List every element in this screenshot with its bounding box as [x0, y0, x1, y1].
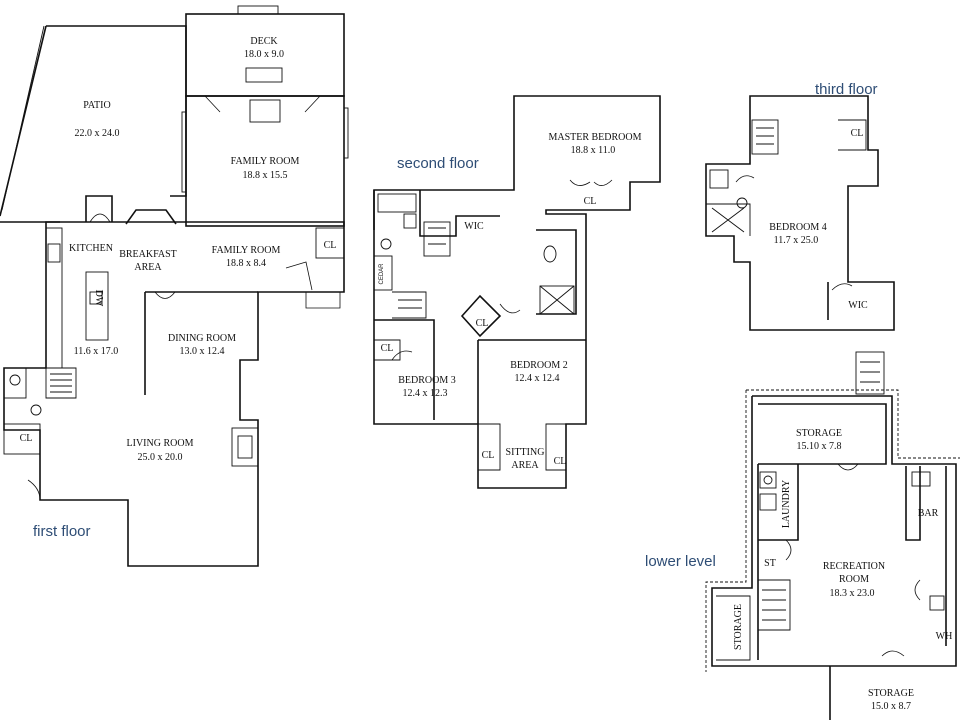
dw-label: DW	[93, 290, 104, 307]
living-room-label: LIVING ROOM	[127, 438, 194, 449]
storage-bottom-label: STORAGE	[868, 688, 914, 699]
storage-top-dims: 15.10 x 7.8	[797, 441, 842, 452]
bar-label: BAR	[918, 508, 939, 519]
living-room-dims: 25.0 x 20.0	[138, 452, 183, 463]
bedroom4-dims: 11.7 x 25.0	[774, 235, 819, 246]
bedroom2-dims: 12.4 x 12.4	[515, 373, 560, 384]
second-floor-plan: MASTER BEDROOM 18.8 x 11.0 CL WIC CEDAR …	[373, 95, 661, 489]
bedroom4-label: BEDROOM 4	[769, 222, 827, 233]
first-cl-label: CL	[20, 433, 33, 444]
third-wic-label: WIC	[848, 300, 868, 311]
sitting-label-2: AREA	[511, 460, 539, 471]
kitchen-dims: 11.6 x 17.0	[74, 346, 119, 357]
patio-label: PATIO	[83, 100, 110, 111]
first-floor-plan: PATIO 22.0 x 24.0 DECK 18.0 x 9.0 FAMILY…	[0, 5, 349, 567]
wic-label: WIC	[464, 221, 484, 232]
master-bedroom-label: MASTER BEDROOM	[548, 132, 641, 143]
master-cl-label: CL	[584, 196, 597, 207]
deck-dims: 18.0 x 9.0	[244, 49, 284, 60]
patio-dims: 22.0 x 24.0	[75, 128, 120, 139]
dining-room-dims: 13.0 x 12.4	[180, 346, 225, 357]
deck-label: DECK	[250, 36, 278, 47]
first-floor-title: first floor	[33, 523, 91, 540]
storage-bottom-dims: 15.0 x 8.7	[871, 701, 911, 712]
cedar-label: CEDAR	[379, 263, 385, 285]
bedroom3-label: BEDROOM 3	[398, 375, 456, 386]
master-bedroom-dims: 18.8 x 11.0	[571, 145, 616, 156]
second-floor-outline	[373, 95, 661, 489]
wh-label: WH	[936, 631, 953, 642]
dining-room-label: DINING ROOM	[168, 333, 236, 344]
storage-top-label: STORAGE	[796, 428, 842, 439]
bedroom3-cl-label: CL	[381, 343, 394, 354]
family-room-upper-dims: 18.8 x 15.5	[243, 170, 288, 181]
family-room-lower-dims: 18.8 x 8.4	[226, 258, 266, 269]
sitting-cl-right: CL	[554, 456, 567, 467]
storage-side-label: STORAGE	[733, 604, 744, 650]
lower-level-title: lower level	[645, 553, 716, 570]
bedroom3-dims: 12.4 x 12.3	[403, 388, 448, 399]
third-floor-outline	[705, 95, 895, 331]
recreation-label-1: RECREATION	[823, 561, 885, 572]
breakfast-label-2: AREA	[134, 262, 162, 273]
recreation-dims: 18.3 x 23.0	[830, 588, 875, 599]
kitchen-label: KITCHEN	[69, 243, 113, 254]
sitting-label-1: SITTING	[506, 447, 545, 458]
patio-outline	[0, 25, 187, 223]
sitting-cl-left: CL	[482, 450, 495, 461]
bedroom2-label: BEDROOM 2	[510, 360, 568, 371]
family-room-upper-label: FAMILY ROOM	[231, 156, 300, 167]
third-floor-title: third floor	[815, 81, 878, 98]
laundry-label: LAUNDRY	[781, 480, 792, 528]
third-floor-plan: CL BEDROOM 4 11.7 x 25.0 WIC third floor	[705, 81, 895, 331]
hall-cl-label: CL	[476, 318, 489, 329]
st-label: ST	[764, 558, 776, 569]
first-floor-outline	[3, 221, 345, 567]
lower-level-plan: STORAGE 15.10 x 7.8 LAUNDRY BAR ST RECRE…	[645, 351, 960, 720]
second-floor-title: second floor	[397, 155, 479, 172]
third-cl-label: CL	[851, 128, 864, 139]
recreation-label-2: ROOM	[839, 574, 869, 585]
family-cl-label: CL	[324, 240, 337, 251]
family-room-lower-label: FAMILY ROOM	[212, 245, 281, 256]
lower-level-outline	[711, 395, 957, 720]
breakfast-label-1: BREAKFAST	[119, 249, 177, 260]
